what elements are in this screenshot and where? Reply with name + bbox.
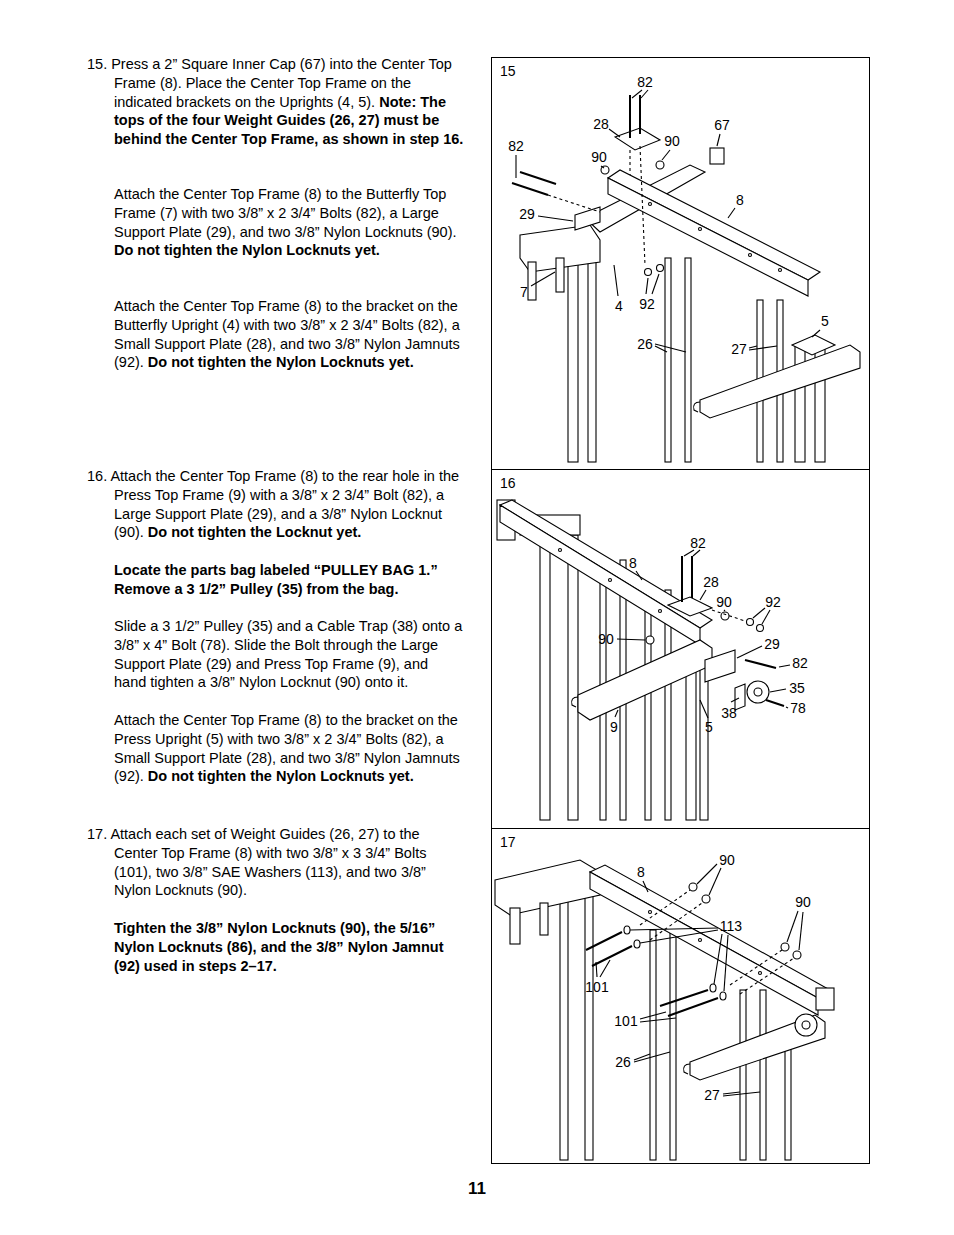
callout-number: 35 [789,680,805,696]
callout-number: 90 [716,594,732,610]
callout-number: 82 [508,138,524,154]
callout-number: 92 [765,594,781,610]
callout-number: 113 [720,918,742,934]
bold-instruction: Locate the parts bag labeled “PULLEY BAG… [114,562,438,597]
step-number: 16 [500,475,516,491]
page-number: 11 [468,1181,486,1197]
callout-number: 26 [637,336,653,352]
callout-number: 82 [792,655,808,671]
callout-number: 29 [519,206,535,222]
instruction-paragraph: Attach the Center Top Frame (8) to the b… [114,297,464,372]
bold-instruction: Tighten the 3/8” Nylon Locknuts (90), th… [114,920,444,974]
instruction-text: Slide a 3 1/2” Pulley (35) and a Cable T… [114,618,462,690]
step-panel: 17 [491,828,870,1164]
callout-number: 8 [637,864,645,880]
step-17-drawing [495,860,834,1160]
instruction-paragraph: Attach the Center Top Frame (8) to the b… [114,711,464,786]
instruction-paragraph: 16. Attach the Center Top Frame (8) to t… [87,467,464,542]
callout-number: 92 [639,296,655,312]
callout-number: 8 [629,555,637,571]
callout-number: 5 [705,719,713,735]
callout-number: 26 [615,1054,631,1070]
callout-number: 38 [721,705,737,721]
callout-number: 90 [591,149,607,165]
callout-number: 82 [637,74,653,90]
callout-number: 90 [719,852,735,868]
instruction-paragraph: Slide a 3 1/2” Pulley (35) and a Cable T… [114,617,464,692]
step-number: 17 [500,834,516,850]
callout-number: 101 [585,979,608,995]
callout-number: 90 [664,133,680,149]
callout-number: 82 [690,535,706,551]
step-15-drawing [512,90,860,462]
callout-number: 101 [614,1013,637,1029]
callout-number: 28 [593,116,609,132]
step-number: 15 [500,63,516,79]
instruction-text: Attach the Center Top Frame (8) to the B… [114,186,457,240]
callout-number: 27 [731,341,747,357]
callout-number: 67 [714,117,730,133]
callout-number: 90 [598,631,614,647]
callout-number: 9 [610,719,618,735]
callout-number: 29 [764,636,780,652]
instruction-paragraph: 17. Attach each set of Weight Guides (26… [87,825,464,900]
callout-number: 28 [703,574,719,590]
instruction-text: 17. Attach each set of Weight Guides (26… [87,826,426,898]
bold-instruction: Do not tighten the Locknut yet. [148,524,361,540]
callout-number: 90 [795,894,811,910]
instruction-paragraph: Locate the parts bag labeled “PULLEY BAG… [114,561,464,599]
callout-number: 5 [821,313,829,329]
callout-number: 4 [615,298,623,314]
step-panel: 15 [491,57,870,470]
callout-number: 27 [704,1087,720,1103]
bold-instruction: Do not tighten the Nylon Locknuts yet. [114,242,380,258]
instruction-paragraph: Attach the Center Top Frame (8) to the B… [114,185,464,260]
callout-number: 8 [736,192,744,208]
instruction-paragraph: Tighten the 3/8” Nylon Locknuts (90), th… [114,919,464,975]
instruction-paragraph: 15. Press a 2” Square Inner Cap (67) int… [87,55,464,149]
callout-number: 78 [790,700,806,716]
step-panel: 16 [491,469,870,829]
step-16-drawing [497,500,790,820]
callout-number: 7 [520,284,528,300]
bold-instruction: Do not tighten the Nylon Locknuts yet. [148,768,414,784]
bold-instruction: Do not tighten the Nylon Locknuts yet. [148,354,414,370]
